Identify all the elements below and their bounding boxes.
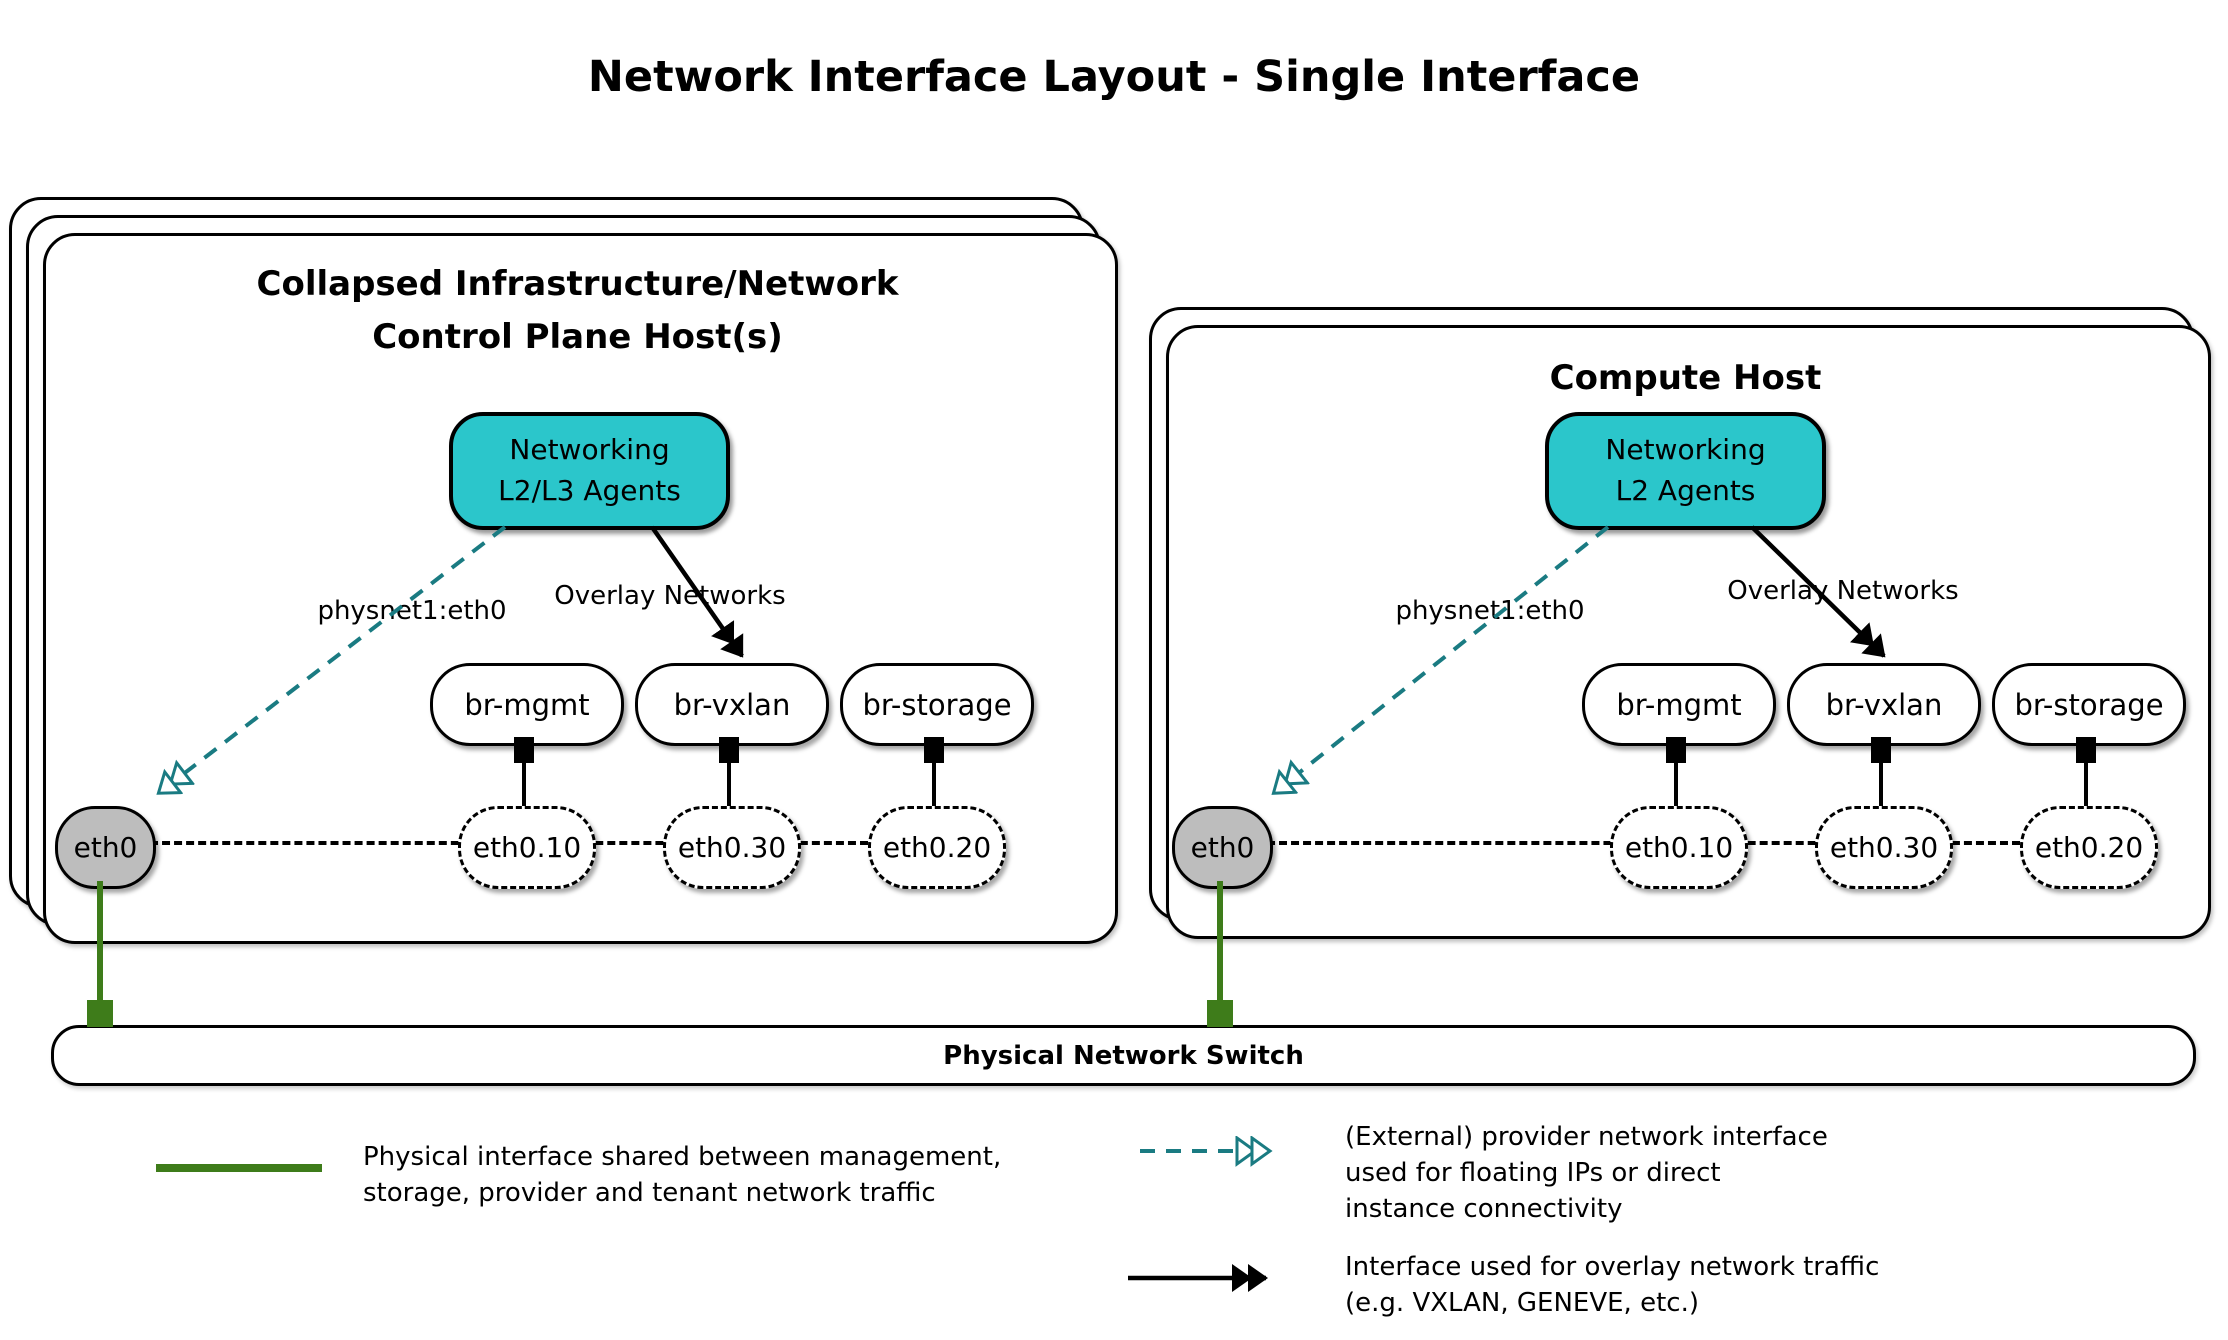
bridge-vlan-link: [1879, 763, 1883, 808]
legend-provider-text: (External) provider network interface us…: [1345, 1120, 1828, 1228]
bridge-vlan-link: [727, 763, 731, 808]
legend-line: Interface used for overlay network traff…: [1345, 1252, 1880, 1282]
bridge-port-connector: [1871, 737, 1891, 763]
agent-label-line1: Networking: [509, 433, 670, 467]
compute-vlan-eth0-20: eth0.20: [2020, 806, 2158, 889]
bridge-port-connector: [924, 737, 944, 763]
bridge-port-connector: [719, 737, 739, 763]
compute-networking-agents-node: Networking L2 Agents: [1545, 412, 1826, 530]
agent-label-line2: L2/L3 Agents: [498, 474, 681, 507]
compute-host-title-line1: Compute Host: [1549, 358, 1822, 398]
control-vlan-eth0-10: eth0.10: [458, 806, 596, 889]
control-vlan-eth0-20: eth0.20: [868, 806, 1006, 889]
control-bridge-br-storage: br-storage: [840, 663, 1034, 746]
compute-overlay-edge-label: Overlay Networks: [1727, 576, 1959, 606]
compute-vlan-eth0-10: eth0.10: [1610, 806, 1748, 889]
agent-label-line2: L2 Agents: [1615, 474, 1756, 507]
compute-provider-edge-label: physnet1:eth0: [1395, 596, 1585, 626]
legend-line: instance connectivity: [1345, 1193, 1623, 1224]
legend-line: (External) provider network interface: [1345, 1122, 1828, 1152]
bridge-port-connector: [514, 737, 534, 763]
physical-network-switch: Physical Network Switch: [51, 1025, 2196, 1086]
compute-bridge-br-mgmt: br-mgmt: [1582, 663, 1776, 746]
control-host-title: Collapsed Infrastructure/Network Control…: [43, 258, 1112, 363]
compute-uplink-green-line: [1217, 881, 1223, 1003]
control-bridge-br-vxlan: br-vxlan: [635, 663, 829, 746]
compute-host-title: Compute Host: [1166, 352, 2205, 405]
bridge-vlan-link: [1674, 763, 1678, 808]
control-host-title-line1: Collapsed Infrastructure/Network: [256, 264, 899, 304]
compute-bridge-br-vxlan: br-vxlan: [1787, 663, 1981, 746]
bridge-port-connector: [2076, 737, 2096, 763]
bridge-vlan-link: [2084, 763, 2088, 808]
control-bridge-br-mgmt: br-mgmt: [430, 663, 624, 746]
legend-physical-text: Physical interface shared between manage…: [363, 1140, 1001, 1212]
bridge-vlan-link: [932, 763, 936, 808]
control-networking-agents-node: Networking L2/L3 Agents: [449, 412, 730, 530]
legend-overlay-text: Interface used for overlay network traff…: [1345, 1250, 1879, 1322]
control-overlay-edge-label: Overlay Networks: [554, 581, 786, 611]
control-host-title-line2: Control Plane Host(s): [372, 316, 783, 357]
compute-uplink-port: [1207, 1000, 1233, 1027]
control-uplink-green-line: [97, 881, 103, 1003]
legend-line: (e.g. VXLAN, GENEVE, etc.): [1345, 1287, 1699, 1318]
legend-physical-line-sample: [156, 1164, 322, 1172]
page-title: Network Interface Layout - Single Interf…: [587, 52, 1641, 102]
control-eth0-node: eth0: [55, 806, 156, 889]
legend-line: storage, provider and tenant network tra…: [363, 1177, 936, 1208]
legend-line: Physical interface shared between manage…: [363, 1142, 1002, 1172]
compute-bridge-br-storage: br-storage: [1992, 663, 2186, 746]
control-vlan-eth0-30: eth0.30: [663, 806, 801, 889]
bridge-port-connector: [1666, 737, 1686, 763]
control-uplink-port: [87, 1000, 113, 1027]
legend-line: used for floating IPs or direct: [1345, 1157, 1721, 1188]
agent-label-line1: Networking: [1605, 433, 1766, 467]
control-provider-edge-label: physnet1:eth0: [317, 596, 507, 626]
bridge-vlan-link: [522, 763, 526, 808]
compute-eth0-node: eth0: [1172, 806, 1273, 889]
compute-vlan-eth0-30: eth0.30: [1815, 806, 1953, 889]
